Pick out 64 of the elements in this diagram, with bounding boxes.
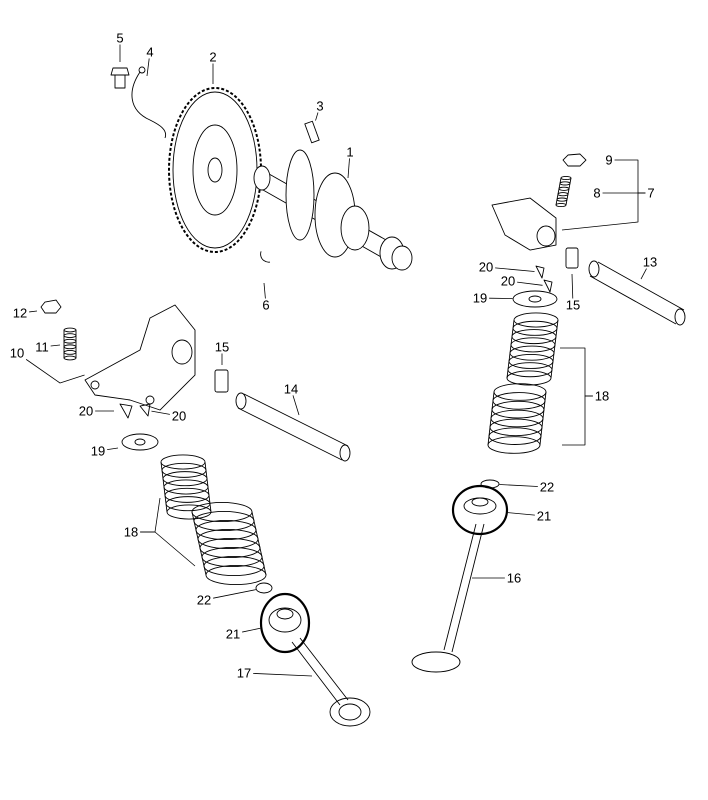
cotter-drawing <box>536 266 544 278</box>
callout-number: 18 <box>596 391 609 401</box>
leader-line <box>488 298 513 299</box>
callout-number: 19 <box>92 446 105 456</box>
callout-number: 12 <box>14 308 27 318</box>
leader-line <box>348 158 350 178</box>
washer <box>480 480 500 488</box>
leader-line <box>315 112 318 121</box>
leader-line <box>292 395 300 416</box>
leader-line <box>264 282 266 299</box>
highlight-circle <box>260 592 310 654</box>
leader-line <box>508 512 536 516</box>
callout-number: 15 <box>566 300 580 310</box>
leader-line <box>94 410 114 412</box>
callout-number: 20 <box>501 276 515 286</box>
cotter-drawing <box>140 404 150 416</box>
leader-line <box>140 532 196 566</box>
callout-number: 22 <box>197 595 211 605</box>
callout-number: 2 <box>210 52 216 62</box>
leader-line <box>212 589 256 599</box>
washer <box>256 582 272 594</box>
callout-number: 21 <box>226 629 240 639</box>
leader-line <box>212 63 214 84</box>
callout-number: 3 <box>316 101 324 111</box>
highlight-circle <box>452 484 508 536</box>
callout-number: 20 <box>172 411 186 421</box>
callout-number: 1 <box>347 148 353 156</box>
callout-number: 13 <box>644 257 657 267</box>
callout-number: 16 <box>508 573 521 583</box>
leader-line <box>252 673 312 676</box>
leader-line <box>106 448 118 450</box>
pin-drawing <box>304 120 320 144</box>
leader-line <box>146 58 150 76</box>
leader-line <box>516 282 543 286</box>
callout-number: 21 <box>537 511 551 521</box>
cotter-drawing <box>544 280 552 292</box>
callout-number: 7 <box>648 188 654 198</box>
spring-retainer-drawing <box>512 290 558 308</box>
callout-number: 10 <box>10 348 24 358</box>
leader-line <box>151 410 170 415</box>
callout-number: 22 <box>540 482 554 492</box>
leader-line <box>640 268 647 280</box>
leader-line <box>28 310 38 312</box>
callout-number: 14 <box>284 384 298 394</box>
leader-line <box>562 396 594 446</box>
callout-number: 6 <box>263 300 270 310</box>
leader-line <box>494 267 535 272</box>
leader-line <box>242 628 261 632</box>
callout-number: 8 <box>594 188 600 198</box>
leader-line <box>26 358 85 384</box>
callout-number: 4 <box>146 48 154 56</box>
callout-number: 9 <box>606 155 612 165</box>
leader-line <box>572 274 574 299</box>
callout-number: 20 <box>79 406 93 416</box>
callout-number: 20 <box>479 262 493 272</box>
callout-number: 17 <box>238 668 251 678</box>
callout-number: 11 <box>36 342 48 352</box>
leader-line <box>562 192 646 230</box>
callout-number: 18 <box>124 527 138 537</box>
leader-line <box>50 344 60 346</box>
callout-number: 5 <box>116 34 124 43</box>
callout-number: 19 <box>474 293 487 303</box>
leader-line <box>498 484 538 487</box>
callout-number: 15 <box>216 342 229 352</box>
